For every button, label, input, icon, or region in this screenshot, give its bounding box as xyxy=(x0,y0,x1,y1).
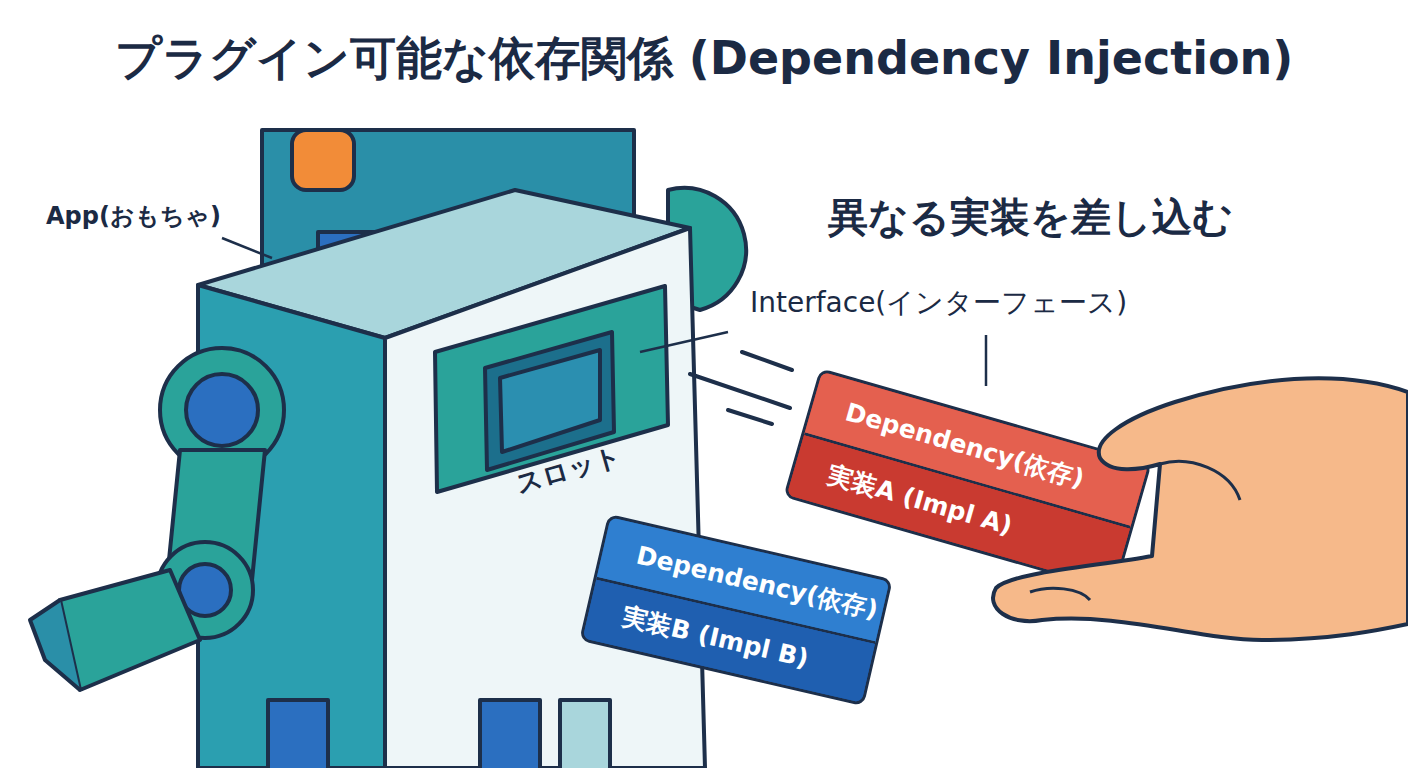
title: プラグイン可能な依存関係 (Dependency Injection) xyxy=(0,28,1408,90)
dependency-block: Dependency(依存)実装A (Impl A) xyxy=(783,368,1152,592)
interface-label: Interface(インターフェース) xyxy=(750,284,1127,322)
subheading: 異なる実装を差し込む xyxy=(828,190,1233,245)
app-label: App(おもちゃ) xyxy=(46,200,221,232)
